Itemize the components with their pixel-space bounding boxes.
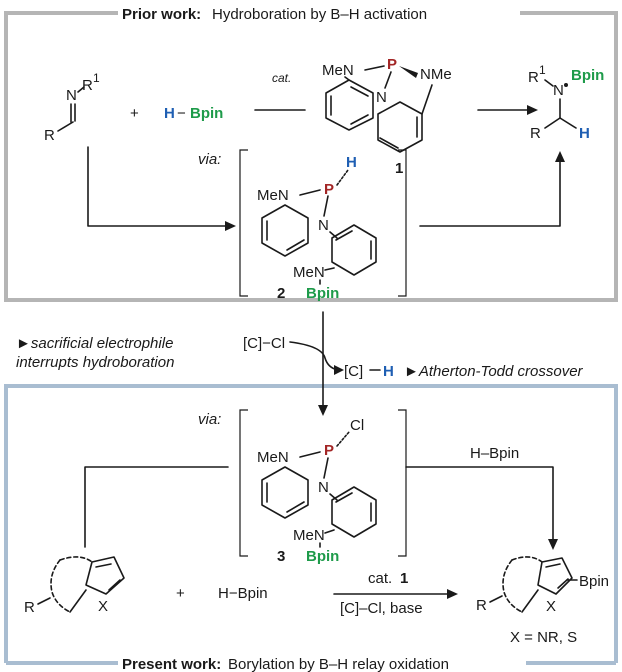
plus-sign-1: + [130, 105, 139, 122]
sacrificial-line-2: interrupts hydroboration [16, 354, 174, 371]
imine-r1-label: R [82, 77, 93, 94]
intermediate-2-structure: via: MeN P H N MeN Bpin 2 [198, 149, 407, 302]
intermediate2-number: 2 [277, 285, 285, 302]
present-work-title-rest: Borylation by B–H relay oxidation [228, 656, 449, 672]
plus-sign-2: + [176, 585, 185, 602]
borylated-product: Bpin X R X = NR, S [476, 556, 609, 646]
intermediate2-via-label: via: [198, 151, 221, 168]
hbpin-dash: − [177, 105, 186, 122]
intermediate2-men2-label: MeN [293, 264, 325, 281]
catalyst-cat-label: cat. [272, 71, 291, 85]
prior-work-frame: Prior work: Hydroboration by B–H activat… [4, 2, 618, 302]
hbpin-branch-label: H–Bpin [470, 445, 519, 462]
heteroarene-x-label: X [98, 598, 108, 615]
present-work-frame: Present work: Borylation by B–H relay ox… [4, 384, 618, 672]
catalyst-men-label: MeN [322, 62, 354, 79]
product1-r-label: R [530, 125, 541, 142]
intermediate-3-structure: via: MeN P Cl N MeN Bpin 3 [198, 409, 407, 565]
product1-h-label: H [579, 125, 590, 142]
hbpin-h-label: H [164, 105, 175, 122]
middle-annotations: ►sacrificial electrophile interrupts hyd… [16, 335, 584, 380]
product2-scope-label: X = NR, S [510, 629, 577, 646]
ccl-reagent: [C]−Cl [243, 335, 285, 352]
product2-x-label: X [546, 598, 556, 615]
catalyst-nme-label: NMe [420, 66, 452, 83]
catalyst-p-label: P [387, 56, 397, 73]
intermediate3-n-label: N [318, 479, 329, 496]
intermediate2-h-label: H [346, 154, 357, 171]
present-work-title-bold: Present work: [122, 656, 221, 672]
product1-bpin-label: Bpin [571, 67, 604, 84]
hbpin-bpin-label: Bpin [190, 105, 223, 122]
sacrificial-line-1: ►sacrificial electrophile [16, 335, 173, 352]
ch-byproduct-c: [C] [344, 363, 363, 380]
hbpin-reagent-1: H − Bpin [164, 105, 223, 122]
intermediate2-men-label: MeN [257, 187, 289, 204]
atherton-todd-label: ►Atherton-Todd crossover [404, 363, 584, 380]
heteroarene-r-label: R [24, 599, 35, 616]
product2-bpin-label: Bpin [579, 573, 609, 590]
product1-r1-label: R [528, 69, 539, 86]
intermediate3-p-label: P [324, 442, 334, 459]
intermediate3-number: 3 [277, 548, 285, 565]
catalyst-n-label: N [376, 89, 387, 106]
intermediate2-n-label: N [318, 217, 329, 234]
intermediate3-cl-label: Cl [350, 417, 364, 434]
intermediate3-via-label: via: [198, 411, 221, 428]
hydroboration-product: R 1 N Bpin R H [528, 63, 604, 142]
ch-byproduct-h: H [383, 363, 394, 380]
hbpin-reagent-2: H−Bpin [218, 585, 268, 602]
condition-cat-number: 1 [400, 570, 408, 587]
imine-substrate: N R 1 R [44, 71, 100, 144]
condition-reagents: [C]–Cl, base [340, 600, 423, 617]
imine-r-label: R [44, 127, 55, 144]
imine-r1-superscript: 1 [93, 71, 100, 85]
intermediate3-men-label: MeN [257, 449, 289, 466]
condition-cat-text: cat. [368, 570, 392, 587]
product2-r-label: R [476, 597, 487, 614]
intermediate3-men2-label: MeN [293, 527, 325, 544]
imine-n-label: N [66, 87, 77, 104]
catalyst-number: 1 [395, 160, 403, 177]
prior-work-title-bold: Prior work: [122, 6, 201, 23]
catalyst-1-structure: MeN P NMe N 1 [322, 56, 452, 177]
product1-n-label: N [553, 82, 564, 99]
intermediate2-bpin-label: Bpin [306, 285, 339, 302]
intermediate2-p-label: P [324, 181, 334, 198]
prior-work-title-rest: Hydroboration by B–H activation [212, 6, 427, 23]
intermediate3-bpin-label: Bpin [306, 548, 339, 565]
product1-r1-superscript: 1 [539, 63, 546, 77]
heteroarene-substrate: X R [24, 556, 125, 616]
